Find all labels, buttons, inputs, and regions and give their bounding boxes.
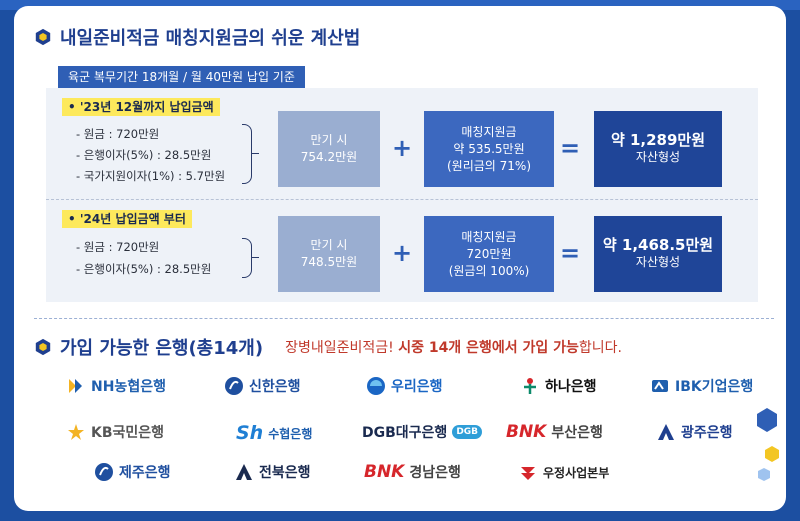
bank-suhyup: Sh 수협은행	[236, 422, 312, 444]
suhyup-logo-icon: Sh	[236, 422, 264, 444]
bank-notice: 장병내일준비적금! 시중 14개 은행에서 가입 가능합니다.	[285, 337, 622, 357]
case2-brace-tip	[251, 257, 259, 258]
case2-maturity-label: 만기 시	[310, 238, 348, 252]
bank-kb: KB국민은행	[66, 422, 164, 442]
section-divider	[34, 318, 774, 319]
bank-name: KB국민은행	[91, 425, 165, 441]
case1-maturity-label: 만기 시	[310, 133, 348, 147]
bank-name: NH농협은행	[91, 379, 166, 395]
case1-result-value: 약 1,289만원	[610, 131, 706, 149]
bank-name: 하나은행	[545, 379, 597, 395]
bank-notice-part-a: 장병내일준비적금!	[285, 340, 399, 356]
case2-result-note: 자산형성	[635, 255, 681, 269]
case2-line-principal: - 원금 : 720만원	[76, 240, 160, 254]
case2-line-interest: - 은행이자(5%) : 28.5만원	[76, 262, 212, 276]
bnk-logo-icon: BNK	[364, 462, 405, 482]
section2-title-text: 가입 가능한 은행(총14개)	[60, 338, 264, 359]
bank-jeonbuk: 전북은행	[234, 462, 311, 482]
nh-logo-icon	[66, 376, 86, 396]
case1-result-box: 약 1,289만원 자산형성	[594, 111, 722, 187]
bank-notice-part-b: 시중 14개 은행에서 가입 가능	[398, 340, 579, 356]
case1-label: • '23년 12월까지 납입금액	[62, 98, 220, 116]
case1-brace	[242, 124, 252, 184]
koreapost-logo-icon	[518, 462, 538, 482]
jeju-logo-icon	[94, 462, 114, 482]
bank-name: 전북은행	[259, 465, 311, 481]
case1-result-note: 자산형성	[635, 150, 681, 164]
case2-result-box: 약 1,468.5만원 자산형성	[594, 216, 722, 292]
case2-label-text: '24년 납입금액 부터	[79, 212, 186, 226]
case1-maturity-value: 754.2만원	[300, 150, 358, 164]
hana-logo-icon	[520, 376, 540, 396]
bank-name: 신한은행	[249, 379, 301, 395]
bank-kwangju: 광주은행	[656, 422, 733, 442]
section-title-banks: 가입 가능한 은행(총14개) 장병내일준비적금! 시중 14개 은행에서 가입…	[34, 334, 622, 360]
shinhan-logo-icon	[224, 376, 244, 396]
bank-shinhan: 신한은행	[224, 376, 301, 396]
bank-nh: NH농협은행	[66, 376, 166, 396]
case2-maturity-box: 만기 시 748.5만원	[278, 216, 380, 292]
decorative-hexagons	[757, 408, 779, 481]
case2-plus-sign: +	[392, 239, 413, 267]
jeonbuk-logo-icon	[234, 462, 254, 482]
case2-matching-note: (원금의 100%)	[448, 263, 530, 278]
bank-ibk: IBK기업은행	[650, 376, 753, 396]
case1-label-text: '23년 12월까지 납입금액	[79, 100, 214, 114]
case-divider	[46, 199, 758, 200]
case2-matching-box: 매칭지원금 720만원 (원금의 100%)	[424, 216, 554, 292]
case1-matching-value: 약 535.5만원	[453, 141, 525, 156]
case1-matching-note: (원리금의 71%)	[446, 158, 531, 173]
bank-woori: 우리은행	[366, 376, 443, 396]
case1-matching-box: 매칭지원금 약 535.5만원 (원리금의 71%)	[424, 111, 554, 187]
top-decoration	[0, 0, 800, 10]
bank-name: 부산은행	[551, 425, 603, 441]
case2-result-value: 약 1,468.5만원	[602, 236, 714, 254]
case2-equals-sign: =	[560, 239, 581, 267]
bank-notice-part-c: 합니다.	[578, 340, 622, 356]
kwangju-logo-icon	[656, 422, 676, 442]
case1-line-gov-interest: - 국가지원이자(1%) : 5.7만원	[76, 169, 226, 183]
bank-jeju: 제주은행	[94, 462, 171, 482]
section-title-text: 내일준비적금 매칭지원금의 쉬운 계산법	[60, 28, 361, 49]
ibk-logo-icon	[650, 376, 670, 396]
section-title-calculation: 내일준비적금 매칭지원금의 쉬운 계산법	[34, 24, 360, 50]
bank-koreapost: 우정사업본부	[518, 462, 609, 482]
hexagon-bullet-icon	[34, 338, 52, 356]
bank-name: DGB대구은행	[362, 425, 448, 441]
bank-name: 광주은행	[681, 425, 733, 441]
bank-name: 우리은행	[391, 379, 443, 395]
kb-logo-icon	[66, 422, 86, 442]
basis-label: 육군 복무기간 18개월 / 월 40만원 납입 기준	[58, 66, 305, 88]
case1-equals-sign: =	[560, 134, 581, 162]
bnk-logo-icon: BNK	[506, 422, 547, 442]
bank-name: IBK기업은행	[675, 379, 754, 395]
bank-busan: BNK 부산은행	[506, 422, 603, 442]
bank-gyeongnam: BNK 경남은행	[364, 462, 461, 482]
hexagon-bullet-icon	[34, 28, 52, 46]
bank-name: 수협은행	[268, 426, 313, 441]
case1-line-principal: - 원금 : 720만원	[76, 127, 160, 141]
case2-matching-value: 720만원	[466, 246, 512, 261]
content-card: 내일준비적금 매칭지원금의 쉬운 계산법 육군 복무기간 18개월 / 월 40…	[14, 6, 786, 511]
case1-plus-sign: +	[392, 134, 413, 162]
case2-label: • '24년 납입금액 부터	[62, 210, 192, 228]
woori-logo-icon	[366, 376, 386, 396]
case1-matching-label: 매칭지원금	[461, 124, 517, 139]
bank-dgb: DGB대구은행 DGB	[362, 422, 483, 442]
bank-hana: 하나은행	[520, 376, 597, 396]
case1-line-interest: - 은행이자(5%) : 28.5만원	[76, 148, 212, 162]
case1-maturity-box: 만기 시 754.2만원	[278, 111, 380, 187]
case2-matching-label: 매칭지원금	[461, 229, 517, 244]
dgb-logo-icon: DGB	[452, 425, 483, 439]
case2-maturity-value: 748.5만원	[300, 255, 358, 269]
bank-name: 제주은행	[119, 465, 171, 481]
bank-name: 경남은행	[409, 465, 461, 481]
bank-name: 우정사업본부	[543, 465, 610, 480]
case1-brace-tip	[251, 153, 259, 154]
case2-brace	[242, 238, 252, 278]
